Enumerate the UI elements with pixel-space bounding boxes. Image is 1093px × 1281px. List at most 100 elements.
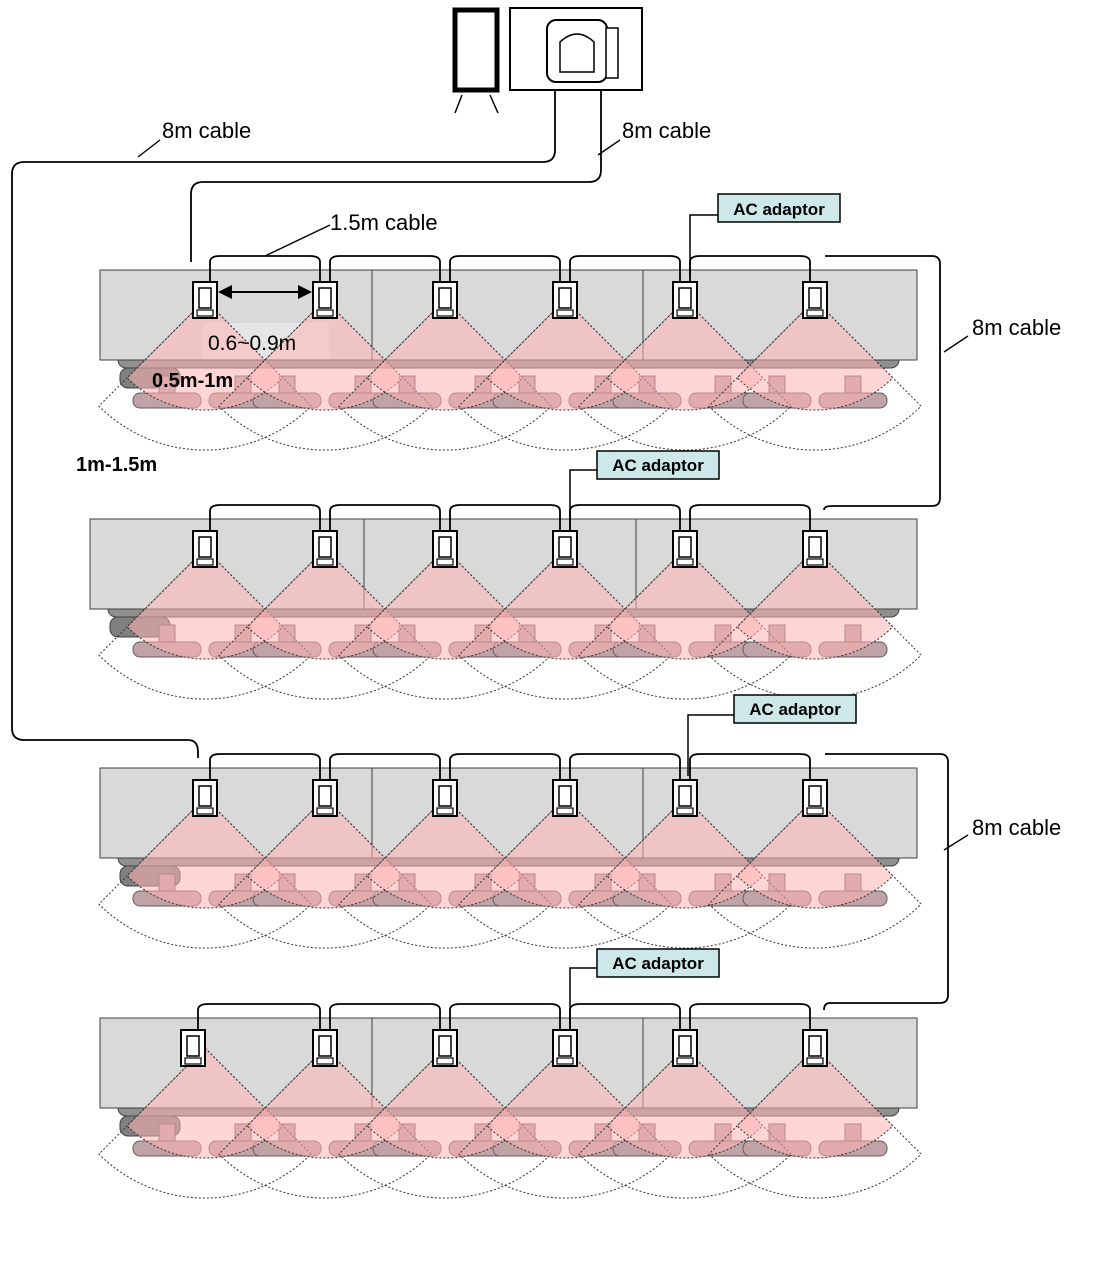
microphone-unit bbox=[672, 1029, 698, 1067]
outer-range-zone bbox=[578, 1047, 792, 1199]
spacing-arrow-head-right bbox=[298, 285, 312, 299]
outer-range-zone bbox=[578, 548, 792, 700]
microphone-unit bbox=[672, 530, 698, 568]
inner-range-zone bbox=[736, 1047, 894, 1159]
short-cable bbox=[569, 753, 681, 780]
microphone-unit bbox=[432, 779, 458, 817]
short-cable bbox=[209, 504, 321, 531]
ac-adaptor-cable bbox=[569, 967, 597, 1030]
inner-range-zone bbox=[736, 548, 894, 660]
outer-range-zone bbox=[458, 299, 672, 451]
ac-adaptor-box bbox=[596, 948, 720, 978]
inner-range-zone bbox=[606, 1047, 764, 1159]
rows-layer bbox=[89, 269, 922, 1199]
inner-range-zone bbox=[606, 548, 764, 660]
microphone-unit bbox=[312, 1029, 338, 1067]
inner-range-zone bbox=[246, 548, 404, 660]
short-cable bbox=[449, 1003, 561, 1030]
inner-range-zone bbox=[126, 299, 284, 411]
inner-range-zone bbox=[606, 299, 764, 411]
short-cable bbox=[569, 255, 681, 282]
short-cable bbox=[329, 753, 441, 780]
inner-range-zone bbox=[126, 797, 284, 909]
short-cable bbox=[449, 255, 561, 282]
short-cable bbox=[197, 1003, 321, 1030]
microphone-unit bbox=[672, 779, 698, 817]
microphone-unit bbox=[552, 1029, 578, 1067]
cable-label-8m-top-left: 8m cable bbox=[162, 118, 251, 143]
ac-adaptor-cable bbox=[569, 469, 597, 530]
inner-range-zone bbox=[486, 299, 644, 411]
ac-adaptor-label-3: AC adaptor bbox=[749, 700, 841, 719]
outer-range-zone bbox=[458, 1047, 672, 1199]
inner-range-zone bbox=[246, 797, 404, 909]
ac-adaptor-box bbox=[596, 450, 720, 480]
cables-layer bbox=[11, 90, 969, 1030]
microphone-unit bbox=[802, 1029, 828, 1067]
spacing-label: 0.6~0.9m bbox=[208, 332, 296, 355]
outer-range-zone bbox=[578, 797, 792, 949]
short-cable bbox=[689, 1003, 811, 1030]
inner-range-zone bbox=[246, 299, 404, 411]
head-unit bbox=[452, 7, 643, 114]
long-cable bbox=[190, 90, 602, 262]
desk-row-2 bbox=[89, 518, 922, 700]
spacing-arrow-head-left bbox=[218, 285, 232, 299]
microphone-unit bbox=[802, 281, 828, 319]
inner-range-zone bbox=[486, 797, 644, 909]
ac-adaptor-cable bbox=[689, 214, 718, 276]
inner-range-zone bbox=[606, 797, 764, 909]
inner-range-zone bbox=[126, 1047, 284, 1159]
base-station-side bbox=[605, 27, 619, 79]
cable-label-8m-top-right: 8m cable bbox=[622, 118, 711, 143]
ac-adaptor-cable bbox=[687, 714, 734, 776]
outer-range-zone bbox=[578, 299, 792, 451]
outer-range-zone bbox=[458, 797, 672, 949]
labels-layer: 8m cable 8m cable 1.5m cable 8m cable 8m… bbox=[76, 118, 1061, 978]
microphone-unit bbox=[802, 779, 828, 817]
inner-range-zone bbox=[246, 1047, 404, 1159]
microphone-unit bbox=[552, 530, 578, 568]
long-cable bbox=[11, 90, 556, 758]
ac-adaptor-box bbox=[733, 694, 857, 724]
microphone-unit bbox=[312, 281, 338, 319]
outer-range-zone bbox=[218, 797, 432, 949]
microphone-unit bbox=[552, 281, 578, 319]
microphone-unit bbox=[192, 779, 218, 817]
short-cable bbox=[329, 255, 441, 282]
inner-range-zone bbox=[126, 548, 284, 660]
label-leader bbox=[137, 139, 161, 158]
outer-range-zone bbox=[338, 797, 552, 949]
short-cable bbox=[449, 504, 561, 531]
microphone-unit bbox=[192, 530, 218, 568]
ac-adaptor-3 bbox=[733, 694, 857, 724]
inner-range-zone bbox=[736, 797, 894, 909]
long-cable bbox=[823, 753, 949, 1011]
microphone-unit bbox=[672, 281, 698, 319]
ac-adaptor-2 bbox=[596, 450, 720, 480]
cable-label-8m-right-2: 8m cable bbox=[972, 815, 1061, 840]
microphone-unit bbox=[192, 281, 218, 319]
outer-range-zone bbox=[338, 1047, 552, 1199]
desk-row-1 bbox=[98, 269, 922, 451]
ac-adaptor-label-4: AC adaptor bbox=[612, 954, 704, 973]
base-station-handset bbox=[559, 33, 595, 73]
long-cable bbox=[823, 255, 941, 511]
microphone-unit bbox=[312, 779, 338, 817]
microphone-unit bbox=[552, 779, 578, 817]
desk-row-4 bbox=[98, 1017, 922, 1199]
ac-adaptor-4 bbox=[596, 948, 720, 978]
cable-label-8m-right-1: 8m cable bbox=[972, 315, 1061, 340]
ac-adaptor-label-2: AC adaptor bbox=[612, 456, 704, 475]
short-cable bbox=[209, 753, 321, 780]
microphone-unit bbox=[802, 530, 828, 568]
outer-range-zone bbox=[218, 548, 432, 700]
microphone-unit bbox=[180, 1029, 206, 1067]
inner-range-zone bbox=[366, 548, 524, 660]
outer-range-zone bbox=[338, 548, 552, 700]
outer-range-zone bbox=[708, 797, 922, 949]
outer-range-zone bbox=[218, 1047, 432, 1199]
outer-range-zone bbox=[708, 1047, 922, 1199]
ac-adaptor-label-1: AC adaptor bbox=[733, 200, 825, 219]
label-leader bbox=[943, 335, 969, 353]
